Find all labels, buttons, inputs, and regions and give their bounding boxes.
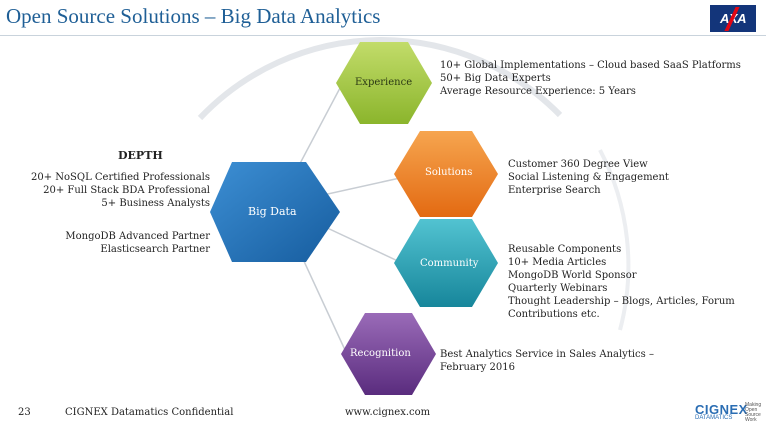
- confidential-notice: CIGNEX Datamatics Confidential: [65, 407, 234, 418]
- background-arc-right: [598, 149, 631, 331]
- experience-detail-line: 10+ Global Implementations – Cloud based…: [440, 60, 741, 71]
- title-divider: [0, 35, 766, 36]
- community-details: Reusable Components 10+ Media Articles M…: [508, 243, 735, 321]
- community-detail-line: MongoDB World Sponsor: [508, 270, 637, 281]
- big-data-hexagon: [210, 162, 340, 262]
- footer-url: www.cignex.com: [345, 407, 431, 418]
- experience-details: 10+ Global Implementations – Cloud based…: [440, 59, 741, 98]
- page-number: 23: [18, 407, 31, 418]
- depth-detail-line: 20+ Full Stack BDA Professional: [43, 185, 210, 196]
- slide-title: Open Source Solutions – Big Data Analyti…: [6, 4, 381, 28]
- partner-details: MongoDB Advanced Partner Elasticsearch P…: [65, 230, 210, 256]
- recognition-label: Recognition: [350, 348, 411, 359]
- community-detail-line: Contributions etc.: [508, 309, 600, 320]
- recognition-hexagon: [341, 313, 436, 395]
- partner-detail-line: Elasticsearch Partner: [100, 244, 210, 255]
- experience-detail-line: Average Resource Experience: 5 Years: [440, 86, 636, 97]
- experience-label: Experience: [355, 77, 413, 88]
- solutions-detail-line: Enterprise Search: [508, 185, 601, 196]
- big-data-label: Big Data: [248, 205, 297, 218]
- community-label: Community: [420, 258, 479, 269]
- recognition-details: Best Analytics Service in Sales Analytic…: [440, 348, 654, 374]
- cignex-logo-tagline: Making Open Source Work: [745, 402, 762, 423]
- solutions-detail-line: Customer 360 Degree View: [508, 159, 648, 170]
- solutions-detail-line: Social Listening & Engagement: [508, 172, 669, 183]
- partner-detail-line: MongoDB Advanced Partner: [65, 231, 210, 242]
- community-hexagon: [394, 219, 498, 307]
- solutions-hexagon: [394, 131, 498, 217]
- cignex-logo-subtext: DATAMATICS: [695, 415, 733, 421]
- community-detail-line: 10+ Media Articles: [508, 257, 607, 268]
- cignex-logo: CIGNEX DATAMATICS Making Open Source Wor…: [695, 402, 763, 423]
- depth-details: 20+ NoSQL Certified Professionals 20+ Fu…: [31, 171, 210, 210]
- axa-logo: AXA: [710, 5, 756, 32]
- experience-detail-line: 50+ Big Data Experts: [440, 73, 551, 84]
- recognition-detail-line: Best Analytics Service in Sales Analytic…: [440, 349, 654, 360]
- depth-heading: DEPTH: [118, 149, 163, 162]
- solutions-label: Solutions: [425, 167, 473, 178]
- cignex-logo-text: CIGNEX: [695, 402, 748, 417]
- community-detail-line: Quarterly Webinars: [508, 283, 608, 294]
- solutions-details: Customer 360 Degree View Social Listenin…: [508, 158, 669, 197]
- background-arc: [197, 37, 563, 121]
- community-detail-line: Thought Leadership – Blogs, Articles, Fo…: [508, 296, 735, 307]
- community-detail-line: Reusable Components: [508, 244, 622, 255]
- depth-detail-line: 20+ NoSQL Certified Professionals: [30, 172, 210, 183]
- experience-hexagon: [336, 42, 432, 124]
- recognition-detail-line: February 2016: [440, 362, 515, 373]
- depth-detail-line: 5+ Business Analysts: [101, 198, 210, 209]
